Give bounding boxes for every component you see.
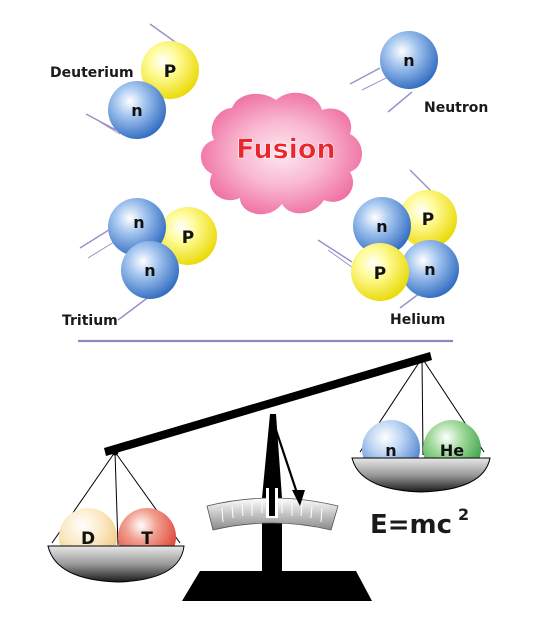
scale-beam [104, 352, 432, 456]
svg-text:D: D [81, 529, 95, 549]
svg-text:n: n [133, 213, 144, 232]
fusion-cloud: Fusion [200, 92, 362, 215]
deuterium-proton: P [141, 41, 199, 99]
svg-text:n: n [424, 260, 435, 279]
equation-base: E=mc [370, 510, 452, 540]
equation-exponent: 2 [458, 505, 469, 524]
free-neutron: n Neutron [349, 31, 488, 116]
svg-text:P: P [182, 228, 194, 248]
tritium-proton: P [159, 207, 217, 265]
svg-text:T: T [141, 529, 153, 549]
svg-text:P: P [164, 62, 176, 82]
scale-needle [270, 417, 300, 497]
fusion-label: Fusion [236, 134, 335, 165]
svg-text:He: He [440, 441, 464, 460]
svg-text:n: n [144, 261, 155, 280]
svg-text:n: n [403, 51, 414, 70]
helium-nucleus: P n n P Helium [317, 169, 459, 328]
deuterium-nucleus: P n Deuterium [50, 23, 199, 139]
svg-text:n: n [376, 217, 387, 236]
helium-proton-top: P [399, 190, 457, 248]
helium-neutron-top: n [353, 197, 411, 255]
helium-label: Helium [390, 312, 445, 328]
tritium-nucleus: P n n Tritium [62, 198, 217, 329]
svg-text:n: n [385, 441, 396, 460]
scale-dial [206, 480, 339, 531]
deuterium-label: Deuterium [50, 65, 134, 81]
tritium-neutron-bottom: n [121, 241, 179, 299]
svg-text:P: P [374, 264, 386, 284]
scale-base [182, 571, 372, 601]
svg-text:n: n [131, 101, 142, 120]
mass-energy-equation: E=mc 2 [370, 505, 469, 540]
neutron-label: Neutron [424, 100, 488, 116]
left-pan: D T [47, 448, 185, 583]
balance-scale: D T n He [47, 352, 491, 601]
helium-proton-bottom: P [351, 243, 409, 301]
svg-text:P: P [422, 210, 434, 230]
helium-neutron-bottom: n [401, 240, 459, 298]
deuterium-neutron: n [108, 81, 166, 139]
tritium-label: Tritium [62, 313, 118, 329]
right-pan: n He [351, 354, 491, 493]
